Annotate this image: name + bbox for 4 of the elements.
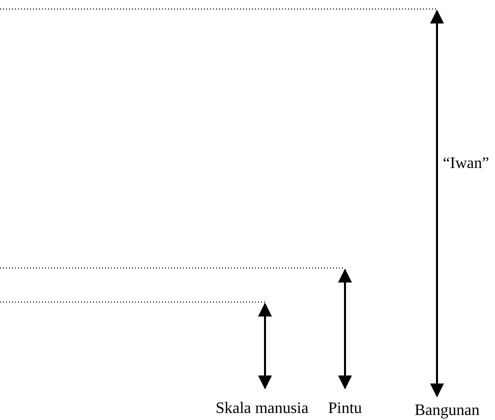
scale-label: Bangunan [414, 402, 480, 420]
scale-label: Skala manusia [216, 400, 308, 418]
scale-label: Pintu [328, 400, 362, 418]
height-label: “Iwan” [442, 155, 490, 173]
